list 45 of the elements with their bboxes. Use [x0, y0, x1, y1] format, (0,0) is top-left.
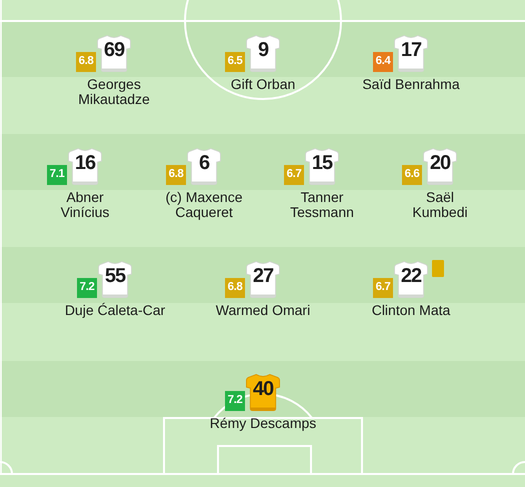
player-name: (c) Maxence Caqueret	[165, 189, 243, 220]
player-shirt	[246, 34, 280, 72]
player-shirt	[394, 34, 428, 72]
player-shirt	[187, 147, 221, 185]
rating-badge: 7.2	[77, 278, 97, 298]
player-shirt	[68, 147, 102, 185]
rating-badge: 7.2	[225, 391, 245, 411]
player-name: Georges Mikautadze	[78, 76, 150, 107]
shirt-number: 40	[252, 379, 274, 400]
rating-badge: 6.4	[373, 52, 393, 72]
shirt-number: 17	[400, 40, 422, 61]
rating-badge: 6.8	[76, 52, 96, 72]
rating-badge: 6.5	[225, 52, 245, 72]
player-name: Rémy Descamps	[210, 415, 316, 431]
player-name: Saïd Benrahma	[362, 76, 460, 92]
shirt-number: 55	[104, 266, 126, 287]
rating-badge: 6.8	[225, 278, 245, 298]
rating-badge: 6.8	[166, 165, 186, 185]
shirt-number: 9	[258, 40, 268, 61]
shirt-number: 6	[198, 153, 210, 174]
shirt-number: 22	[400, 266, 422, 287]
shirt-number: 27	[252, 266, 274, 287]
shirt-number: 69	[104, 40, 124, 61]
player-name: Duje Ćaleta-Car	[64, 302, 166, 318]
shirt-number: 16	[74, 153, 96, 174]
shirt-number: 15	[312, 153, 332, 174]
player-name: Warmed Omari	[216, 302, 310, 318]
shirt-number: 20	[430, 153, 450, 174]
player-shirt	[97, 34, 131, 72]
rating-badge: 7.1	[47, 165, 67, 185]
player-shirt	[423, 147, 457, 185]
rating-badge: 6.6	[402, 165, 422, 185]
rating-badge: 6.7	[284, 165, 304, 185]
player-name: Tanner Tessmann	[290, 189, 354, 220]
player-name: Clinton Mata	[372, 302, 450, 318]
player-name: Abner Vinícius	[60, 189, 110, 220]
player-shirt	[305, 147, 339, 185]
player-name: Saël Kumbedi	[412, 189, 468, 220]
rating-badge: 6.7	[373, 278, 393, 298]
player-shirt	[394, 260, 428, 298]
player-shirt	[98, 260, 132, 298]
booking-card-icon	[432, 260, 444, 277]
player-name: Gift Orban	[230, 76, 296, 92]
player-shirt	[246, 260, 280, 298]
goalkeeper-shirt	[246, 373, 280, 411]
